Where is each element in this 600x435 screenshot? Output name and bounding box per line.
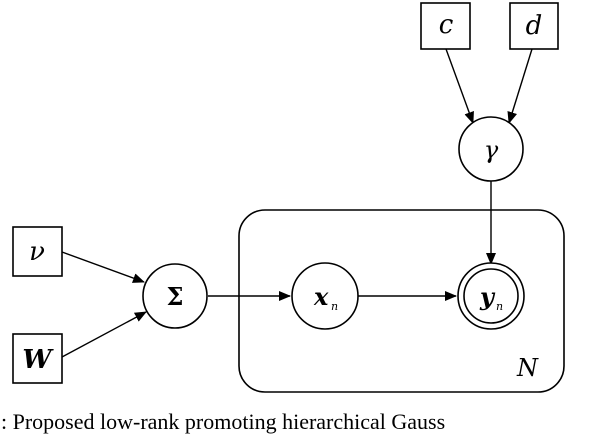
- figure-caption: 1: Proposed low-rank promoting hierarchi…: [0, 409, 446, 434]
- node-w: W: [12, 333, 63, 384]
- node-c: c: [420, 2, 471, 50]
- node-x-label: x: [313, 282, 329, 311]
- node-gamma-label: γ: [484, 136, 499, 164]
- node-y-subscript: n: [496, 300, 503, 313]
- edge-w-to-sigma: [61, 311, 147, 358]
- plate-label: N: [516, 354, 539, 382]
- node-c-label: c: [439, 10, 454, 40]
- node-d-label: d: [526, 11, 543, 41]
- node-d: d: [509, 2, 559, 50]
- node-sigma: Σ: [142, 263, 208, 329]
- plate-n: [238, 209, 565, 393]
- edge-c-to-gamma: [445, 48, 474, 124]
- edge-nu-to-sigma: [61, 251, 145, 283]
- node-gamma: γ: [458, 116, 524, 182]
- edge-d-to-gamma: [507, 48, 533, 124]
- node-y: y n: [457, 262, 525, 330]
- node-x: x n: [291, 262, 359, 330]
- node-w-label: W: [22, 345, 54, 375]
- node-x-subscript: n: [331, 300, 338, 313]
- node-nu-label: ν: [29, 237, 45, 267]
- node-y-label: y: [479, 282, 496, 311]
- node-nu: ν: [12, 226, 63, 277]
- node-sigma-label: Σ: [167, 282, 184, 311]
